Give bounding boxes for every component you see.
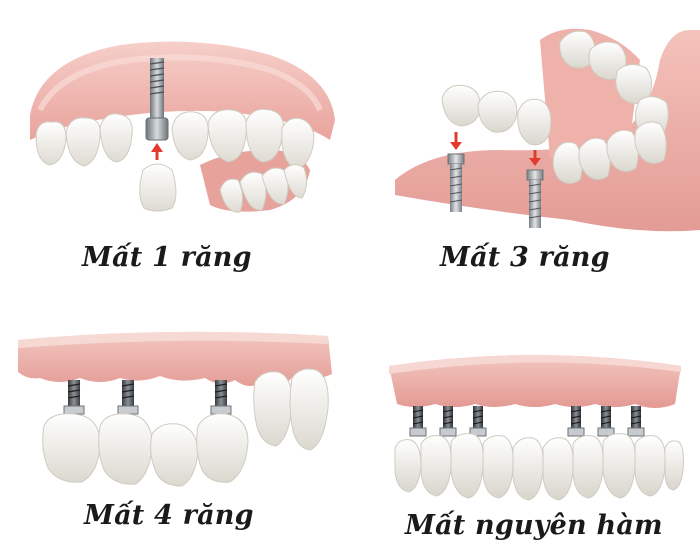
caption-full: Mất nguyên hàm bbox=[405, 510, 663, 541]
upper-jaw-single-implant-illustration bbox=[30, 41, 335, 213]
caption-four: Mất 4 răng bbox=[84, 500, 254, 531]
caption-three: Mất 3 răng bbox=[440, 242, 610, 273]
upper-jaw-four-implant-bridge-illustration bbox=[18, 331, 332, 487]
panel-three-teeth bbox=[390, 20, 700, 245]
lower-jaw-bridge-implant-illustration bbox=[395, 28, 700, 232]
panel-full-arch bbox=[385, 348, 685, 508]
panel-four-teeth bbox=[10, 322, 340, 497]
panel-single-tooth bbox=[0, 0, 350, 235]
full-arch-implant-illustration bbox=[389, 355, 684, 501]
caption-single: Mất 1 răng bbox=[82, 242, 252, 273]
